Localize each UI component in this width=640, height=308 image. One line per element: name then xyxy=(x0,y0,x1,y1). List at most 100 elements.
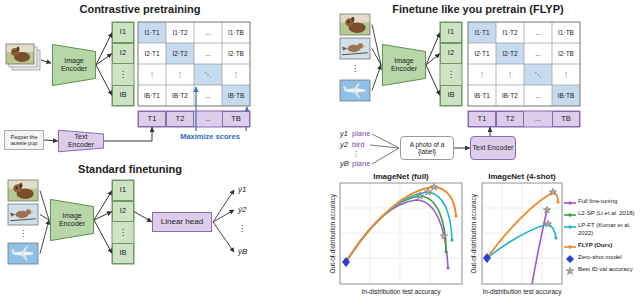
matrix-cell: I2·T2 xyxy=(502,50,517,57)
image-embedding: IB xyxy=(112,243,134,264)
legend-swatch xyxy=(564,211,576,219)
class-name: plane xyxy=(352,160,370,169)
image-encoder-shape xyxy=(50,199,93,240)
text-embedding: T2 xyxy=(496,111,524,127)
legend-swatch xyxy=(564,223,576,231)
matrix-cell: ⋮ xyxy=(563,71,570,78)
legend-text: Full fine-tuning xyxy=(578,198,636,205)
embedding-column xyxy=(112,22,134,106)
matrix-cell: IB·T1 xyxy=(474,92,490,99)
input-arrow xyxy=(372,25,381,66)
label-variable: yB xyxy=(340,160,349,169)
embedding-column xyxy=(112,180,134,264)
chart-title: ImageNet (4-shot) xyxy=(488,172,556,181)
input-arrow xyxy=(40,191,49,221)
chart-plot xyxy=(454,214,457,217)
callout-arrow xyxy=(195,87,196,131)
image-thumbnails xyxy=(8,204,38,225)
image-embedding: I2 xyxy=(112,43,134,64)
ellipsis: ⋮ xyxy=(353,150,360,158)
image-thumbnails xyxy=(340,80,370,101)
matrix-cell: I1·T2 xyxy=(502,29,517,36)
photo-stack xyxy=(6,44,40,70)
matrix-cell: I1·T1 xyxy=(144,29,159,36)
node-text: IB xyxy=(447,91,454,99)
ellipsis: ⋮ xyxy=(119,228,127,237)
image-thumbnails xyxy=(340,38,370,59)
node-text: T1 xyxy=(148,115,157,123)
node-text: I2 xyxy=(120,49,126,57)
legend-entry: Best ID val accuracy xyxy=(564,266,638,273)
class-name: bird xyxy=(352,141,365,150)
embedding-column xyxy=(112,22,134,106)
legend-swatch xyxy=(568,245,571,248)
legend-swatch xyxy=(566,267,574,275)
node-text: I1 xyxy=(448,28,454,36)
connector xyxy=(94,191,112,221)
matrix-cell: ... xyxy=(535,50,540,57)
chart-plot xyxy=(544,220,552,227)
node-text: Text Encoder xyxy=(473,144,514,152)
photo-stack xyxy=(6,44,34,64)
chart-plot xyxy=(424,188,432,195)
matrix-cell: I1·TB xyxy=(228,29,244,36)
chart-plot xyxy=(482,183,562,284)
matrix-cell: ⋱ xyxy=(535,71,542,78)
chart-plot xyxy=(487,224,556,258)
matrix-cell: ⋮ xyxy=(507,71,514,78)
node-text: TB xyxy=(231,115,241,123)
legend-swatch xyxy=(564,227,576,229)
connector xyxy=(134,212,152,223)
chart-plot xyxy=(346,187,456,262)
chart-plot xyxy=(482,183,562,284)
image-embedding: I1 xyxy=(440,22,462,43)
connector xyxy=(426,54,440,66)
panel-title: Contrastive pretraining xyxy=(79,3,200,16)
similarity-matrix xyxy=(138,22,250,106)
embedding-column xyxy=(112,180,134,264)
chart-plot xyxy=(532,210,547,284)
image-encoder: Image Encoder xyxy=(50,199,94,241)
chart-plot xyxy=(549,188,557,195)
legend-swatch xyxy=(564,255,576,263)
chart-plot xyxy=(340,183,462,284)
chart-plot xyxy=(340,183,462,284)
embedding-column xyxy=(440,22,462,106)
node-text: I2 xyxy=(448,49,454,57)
node-text: IB xyxy=(119,91,126,99)
matrix-cell: ⋱ xyxy=(205,71,212,78)
legend-entry: Zero-shot model xyxy=(564,254,638,261)
similarity-matrix xyxy=(138,22,250,106)
node-text: T2 xyxy=(506,115,515,123)
node-text: Image Encoder xyxy=(55,212,89,228)
class-name: plane xyxy=(352,130,370,139)
text-encoder: Text Encoder xyxy=(58,130,104,152)
matrix-cell: I1·T1 xyxy=(474,29,489,36)
similarity-matrix xyxy=(552,85,580,106)
legend-entry: Full fine-tuning xyxy=(564,198,638,205)
legend-swatch xyxy=(564,199,576,207)
node-text: T2 xyxy=(176,115,185,123)
photo-stack xyxy=(6,44,34,64)
matrix-cell: ... xyxy=(205,50,210,57)
node-text: Image Encoder xyxy=(57,57,91,73)
legend-swatch xyxy=(564,202,576,204)
image-embedding: I2 xyxy=(440,43,462,64)
image-encoder: Image Encoder xyxy=(382,44,426,86)
text-embedding: T1 xyxy=(468,111,496,127)
chart-plot xyxy=(483,253,491,263)
node-text: Pepper the aussie pup xyxy=(6,134,42,146)
input-arrow xyxy=(372,25,381,91)
text-embedding: T2 xyxy=(166,111,194,127)
connector xyxy=(44,140,58,141)
connector xyxy=(96,33,112,66)
node-text: Linear head xyxy=(161,218,203,227)
similarity-matrix xyxy=(496,43,524,64)
matrix-cell: I1·T2 xyxy=(172,29,187,36)
connector xyxy=(454,148,470,149)
image-encoder: Image Encoder xyxy=(52,44,96,86)
label-variable: y1 xyxy=(340,130,348,139)
ellipsis: ⋮ xyxy=(447,70,455,79)
text-embedding: TB xyxy=(222,111,250,127)
